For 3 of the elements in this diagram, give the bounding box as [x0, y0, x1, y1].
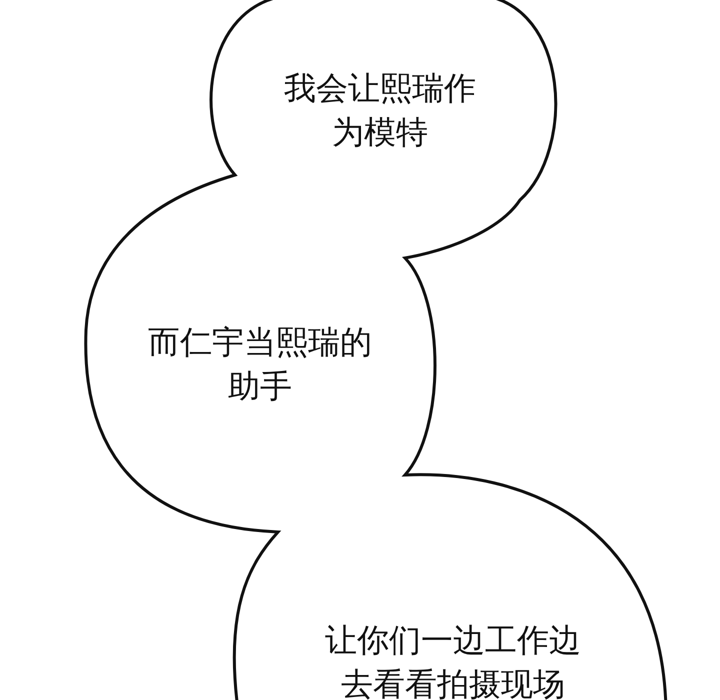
dialogue-text: 我会让熙瑞作为模特 [283, 68, 477, 153]
dialogue-text: 而仁宇当熙瑞的助手 [147, 322, 373, 407]
dialogue-text: 让你们一边工作边去看看拍摄现场 [324, 620, 582, 700]
